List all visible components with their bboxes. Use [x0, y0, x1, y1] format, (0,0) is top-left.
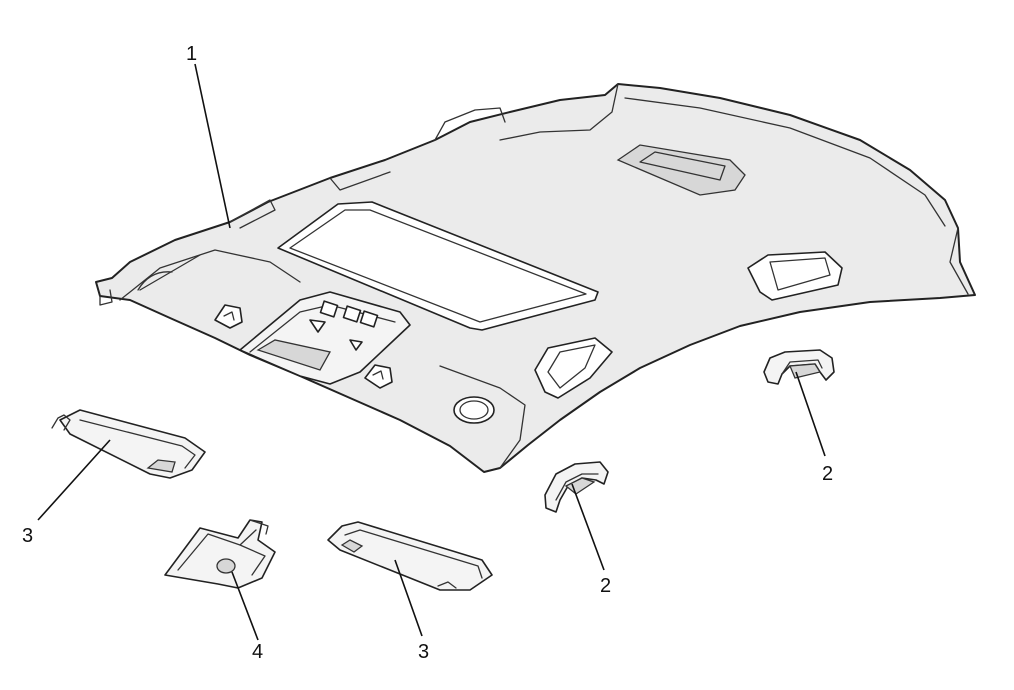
callout-labels: 1 2 2 3 3 4 — [22, 43, 833, 663]
center-clip — [164, 519, 276, 589]
leader-lines — [37, 63, 826, 641]
leader-2-rear — [795, 371, 826, 457]
sunvisor-left — [51, 409, 206, 479]
callout-center-clip: 4 — [252, 641, 263, 663]
leader-2-front — [571, 483, 605, 571]
callout-headliner: 1 — [186, 43, 197, 65]
leader-1 — [194, 63, 231, 229]
callout-sunvisor-left: 3 — [22, 525, 33, 547]
callout-sunvisor-right: 3 — [418, 641, 429, 663]
sunvisor-right — [327, 521, 493, 591]
headliner — [95, 83, 976, 473]
assist-handle-front — [544, 461, 609, 513]
callout-assist-handle-rear: 2 — [822, 463, 833, 485]
leader-3-right — [394, 559, 423, 637]
leader-3-left — [37, 439, 111, 521]
callout-assist-handle-front: 2 — [600, 575, 611, 597]
assist-handle-rear — [763, 349, 835, 385]
leader-4 — [231, 571, 259, 641]
